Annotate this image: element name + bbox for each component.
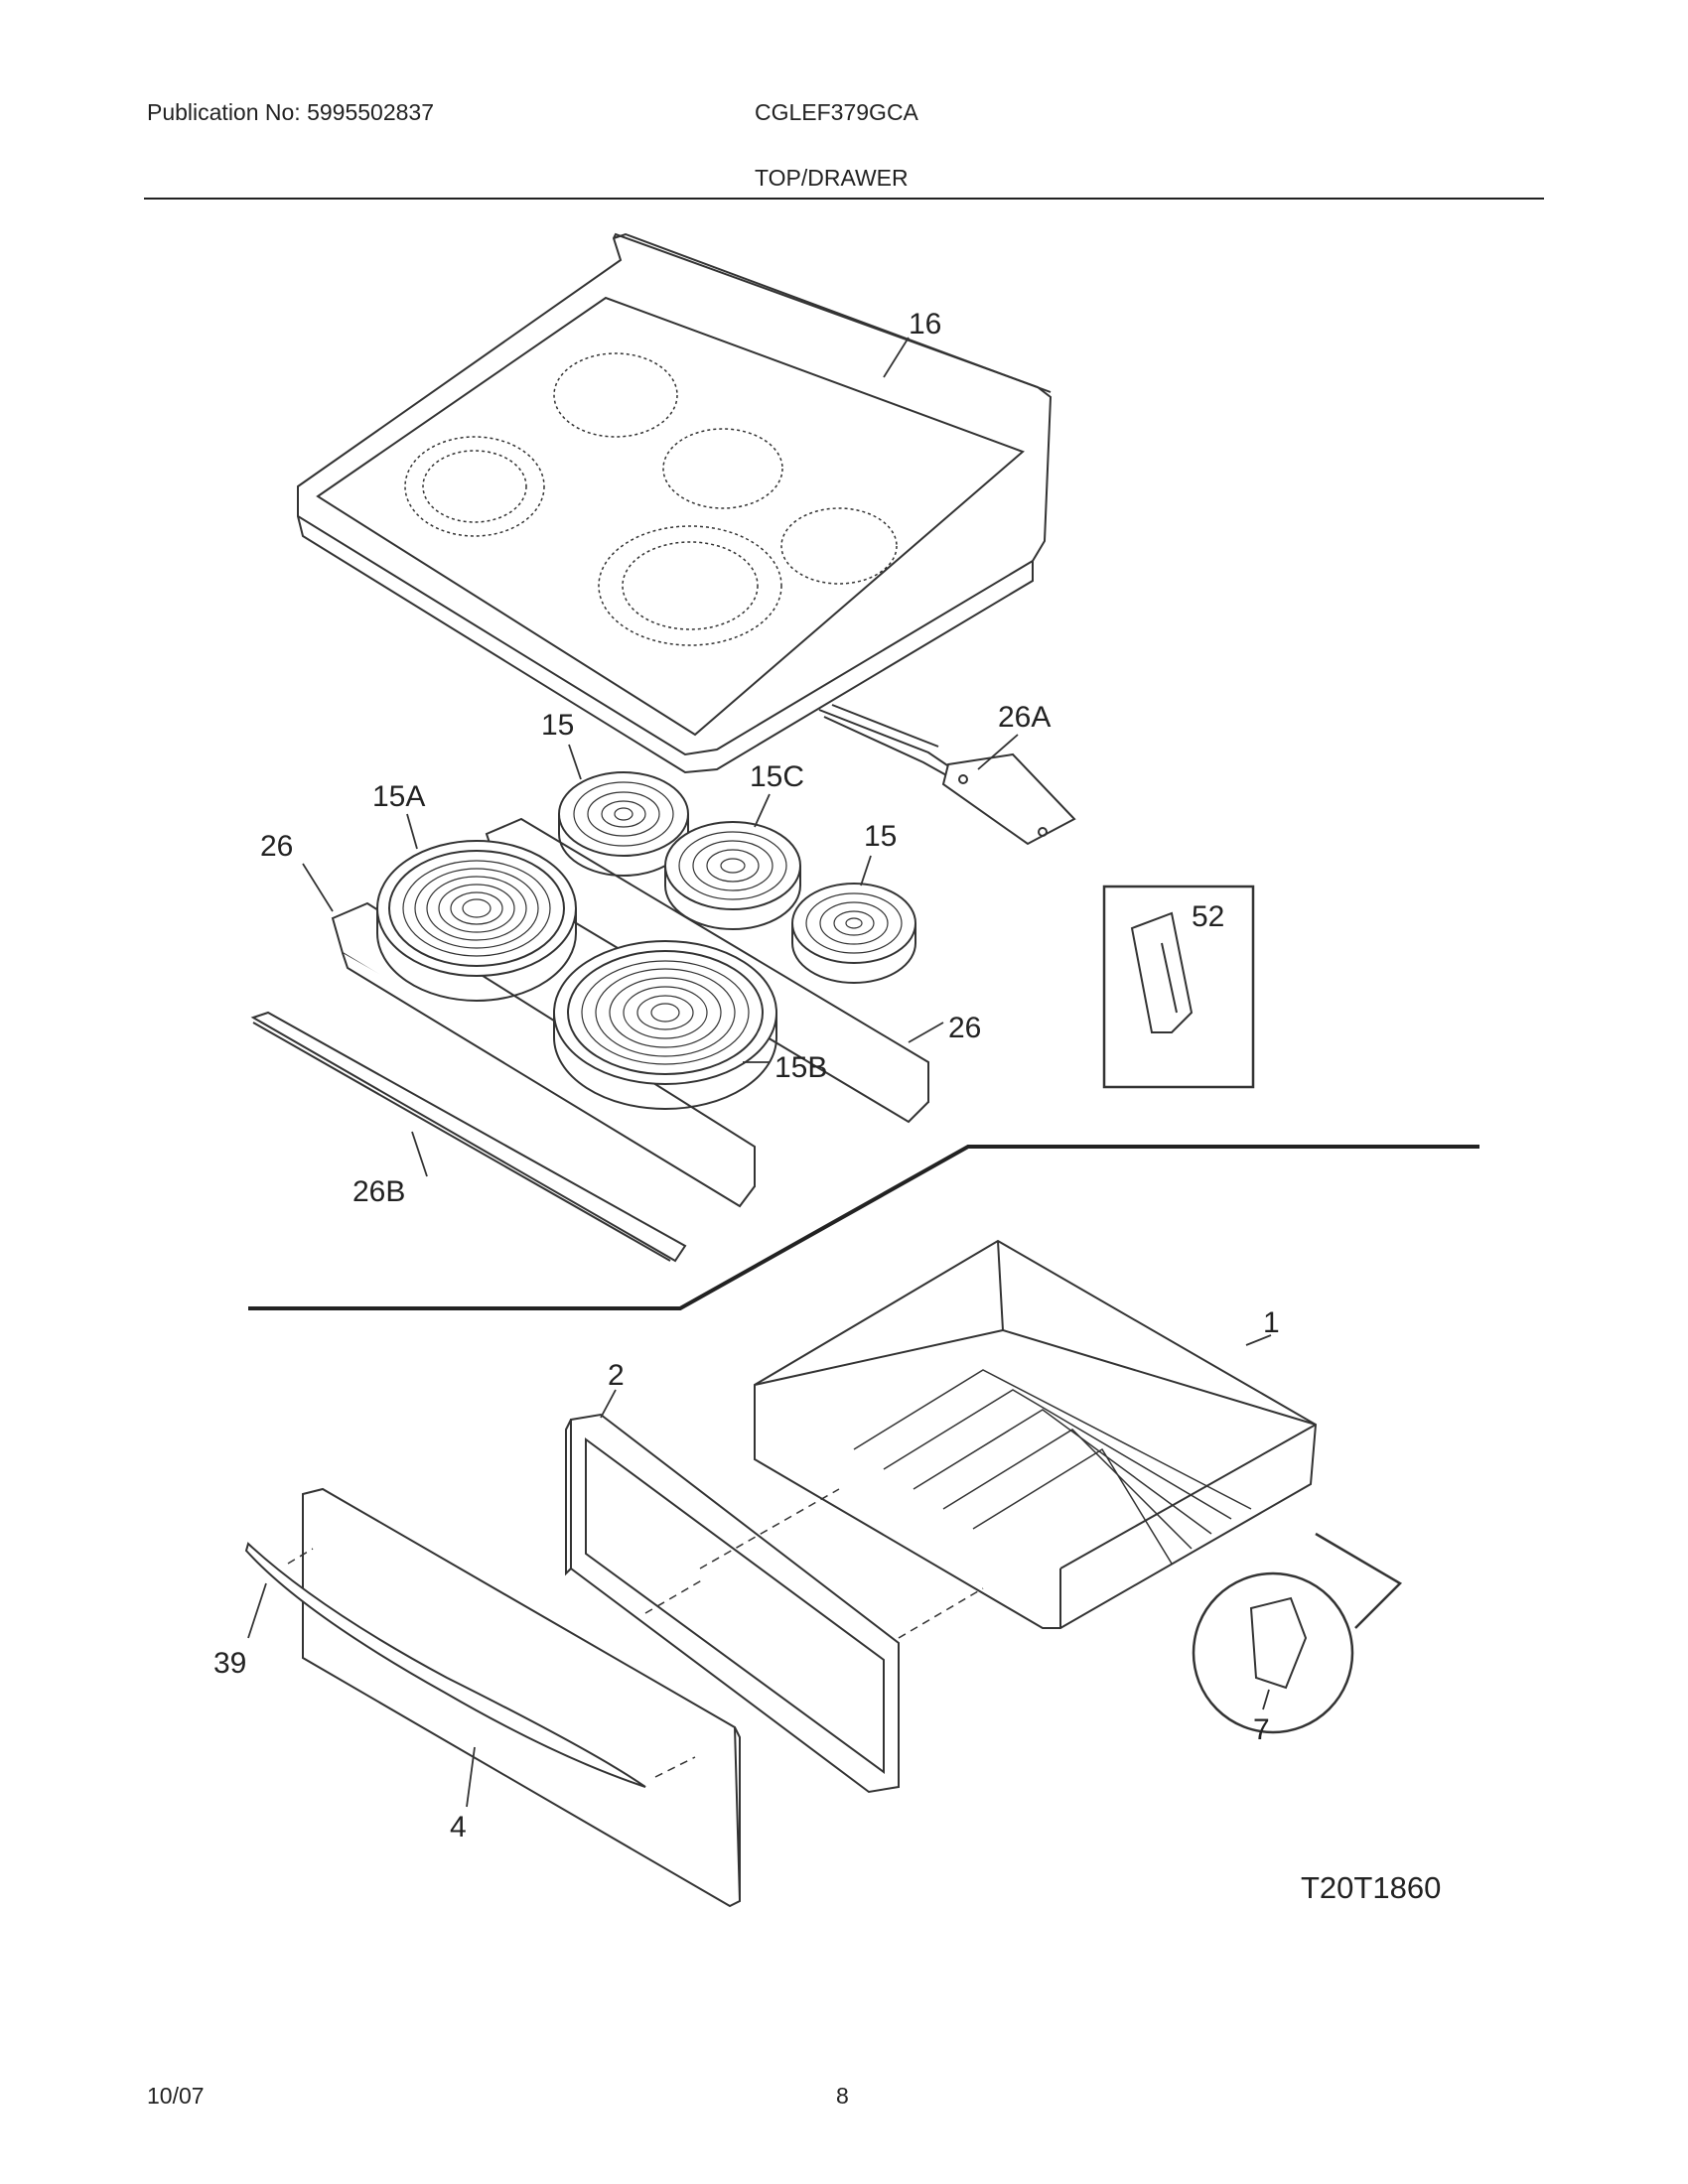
model-number: CGLEF379GCA: [755, 99, 918, 125]
section-divider: [248, 1145, 1479, 1310]
callout-39: 39: [213, 1647, 246, 1680]
callout-15-rear: 15: [541, 709, 574, 742]
surface-element-15-rear: [558, 771, 689, 877]
callout-4: 4: [450, 1811, 467, 1843]
cooktop-glass-top: [297, 232, 1053, 774]
callout-26A: 26A: [998, 701, 1051, 734]
footer-page-number: 8: [836, 2083, 849, 2109]
section-title: TOP/DRAWER: [755, 165, 909, 191]
drawing-id: T20T1860: [1301, 1870, 1441, 1905]
leader-lines: [247, 337, 1272, 1808]
inset-clip-7: [1192, 1532, 1403, 1734]
callout-15-right: 15: [864, 820, 897, 853]
callout-16: 16: [909, 308, 941, 341]
callout-2: 2: [608, 1359, 625, 1392]
surface-element-15-right: [791, 883, 916, 984]
assembly-guide-lines: [287, 1488, 984, 1778]
callout-1: 1: [1263, 1306, 1280, 1339]
publication-number: Publication No: 5995502837: [147, 99, 435, 125]
callout-15A: 15A: [372, 780, 425, 813]
surface-element-15B: [553, 940, 777, 1110]
surface-element-15A: [376, 840, 577, 1002]
surface-element-15C: [664, 821, 801, 930]
callout-52: 52: [1192, 900, 1224, 933]
drawer-front-panel: [302, 1487, 742, 1908]
wiring-harness: [818, 704, 1076, 846]
inset-clip-52: [1102, 885, 1255, 1089]
callout-15B: 15B: [774, 1051, 827, 1084]
drawer-body: [754, 1239, 1318, 1629]
drawer-handle: [244, 1542, 646, 1788]
callout-26B: 26B: [352, 1175, 405, 1208]
callout-15C: 15C: [750, 760, 804, 793]
front-trim-strip: [250, 1011, 687, 1263]
callout-26-right: 26: [948, 1012, 981, 1044]
callout-26-left: 26: [260, 830, 293, 863]
callout-7: 7: [1253, 1713, 1270, 1746]
drawer-frame: [565, 1413, 900, 1794]
footer-date: 10/07: [147, 2083, 205, 2109]
